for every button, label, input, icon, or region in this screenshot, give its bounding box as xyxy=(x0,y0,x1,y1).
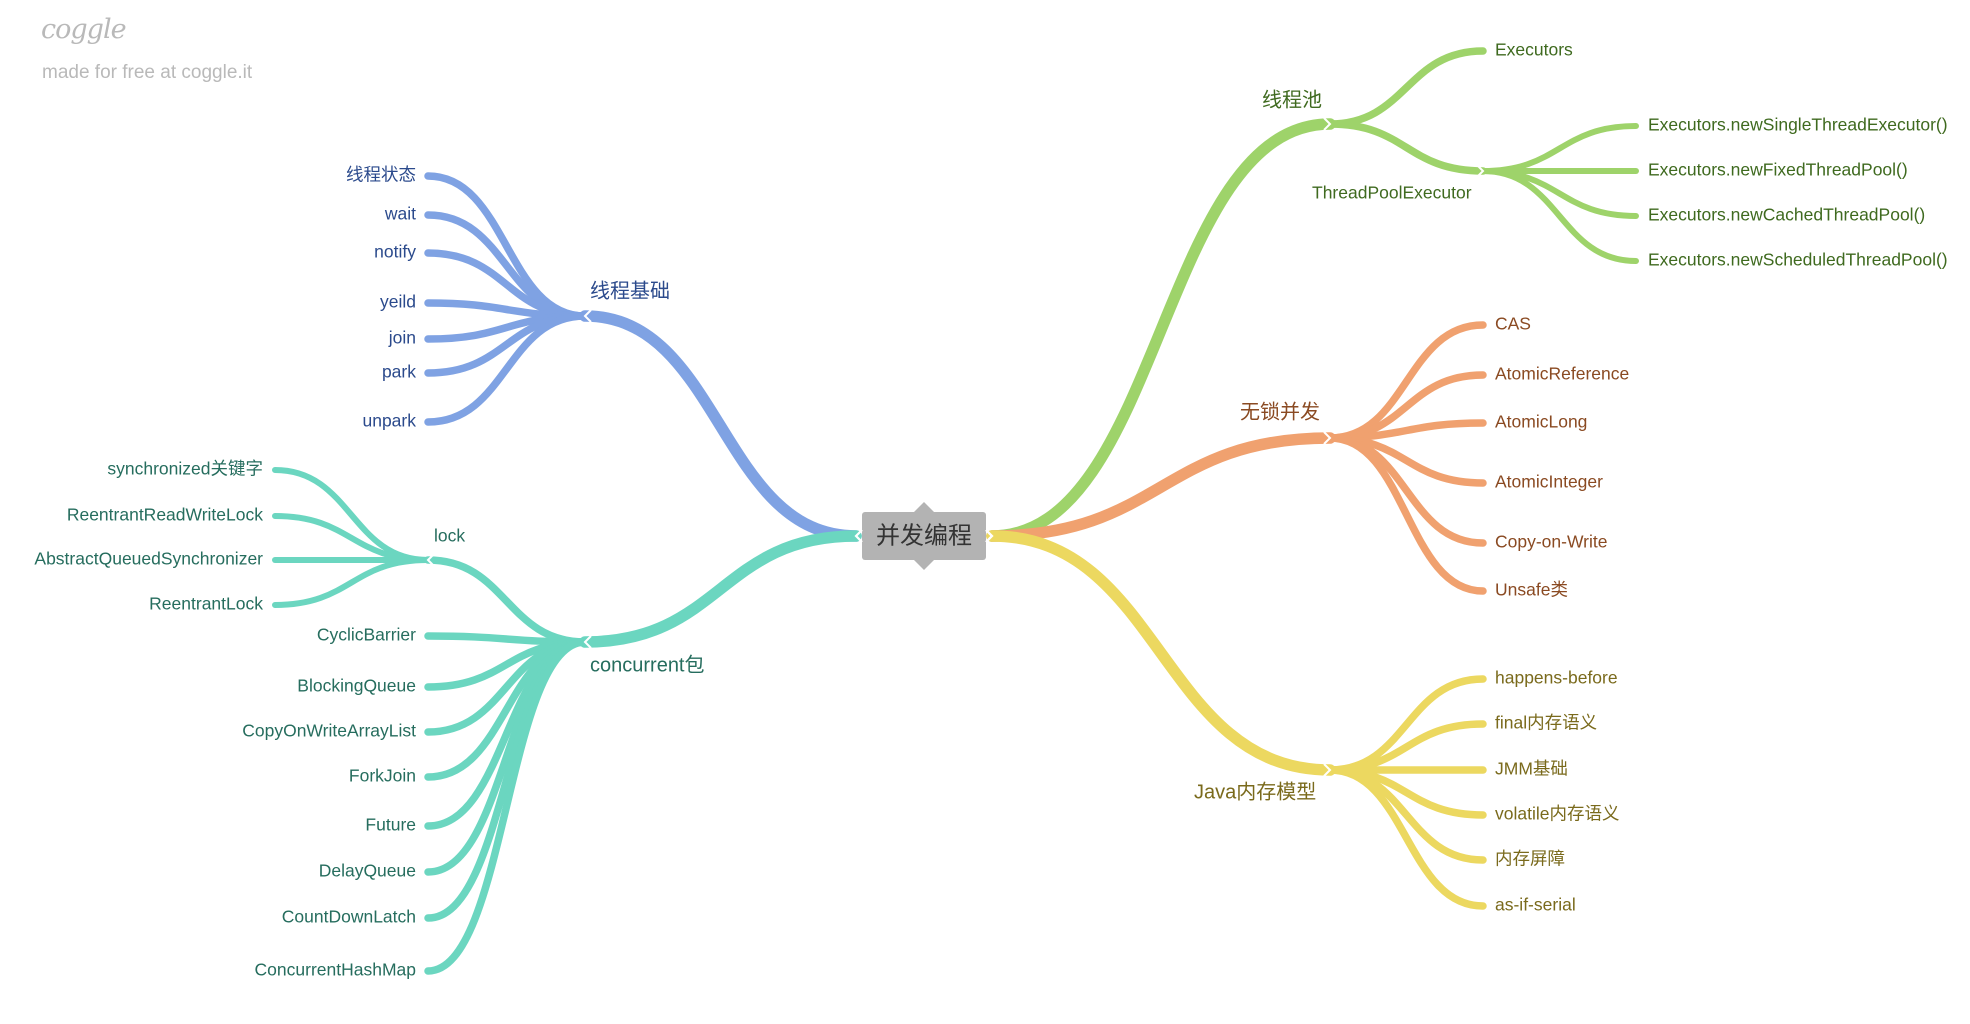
branch-2-grandchild-2-edge xyxy=(272,513,431,563)
branch-3-label[interactable]: 线程池 xyxy=(1262,88,1322,111)
branch-1-child-7-edge xyxy=(424,312,589,426)
branch-4-child-4-label[interactable]: AtomicInteger xyxy=(1495,472,1603,492)
branch-3-child-2-label[interactable]: ThreadPoolExecutor xyxy=(1312,183,1472,203)
branch-2-child-1-chevron xyxy=(426,553,435,567)
branch-5-chevron xyxy=(1323,763,1332,777)
branch-1-child-7-label[interactable]: unpark xyxy=(362,411,416,431)
branch-2-grandchild-4-label[interactable]: ReentrantLock xyxy=(149,594,263,614)
branch-5-child-4-label[interactable]: volatile内存语义 xyxy=(1495,804,1619,824)
root-node[interactable]: 并发编程 xyxy=(862,502,986,570)
branch-2-child-2-label[interactable]: CyclicBarrier xyxy=(317,625,416,645)
branch-3-child-1-label[interactable]: Executors xyxy=(1495,40,1573,60)
branch-3-grandchild-3-label[interactable]: Executors.newCachedThreadPool() xyxy=(1648,205,1925,225)
coggle-logo: coggle xyxy=(41,14,127,45)
branch-1-label[interactable]: 线程基础 xyxy=(590,279,670,302)
branch-1-child-5-label[interactable]: join xyxy=(388,328,416,348)
branch-4-child-6-edge xyxy=(1326,434,1487,595)
branch-2-child-5-label[interactable]: ForkJoin xyxy=(349,766,416,786)
branch-3-grandchild-1-label[interactable]: Executors.newSingleThreadExecutor() xyxy=(1648,115,1948,135)
branch-2-child-1-edge xyxy=(424,556,589,646)
branch-2-label[interactable]: concurrent包 xyxy=(590,653,705,676)
branch-5-label[interactable]: Java内存模型 xyxy=(1194,780,1316,803)
branch-5-child-5-label[interactable]: 内存屏障 xyxy=(1495,849,1565,869)
branch-1-child-6-label[interactable]: park xyxy=(382,362,416,382)
branch-2-child-6-label[interactable]: Future xyxy=(365,815,416,835)
root-box xyxy=(862,512,986,560)
branch-2-child-3-label[interactable]: BlockingQueue xyxy=(297,676,416,696)
branch-4-chevron xyxy=(1323,431,1332,445)
branch-1-edge xyxy=(579,310,862,542)
branch-4-child-2-label[interactable]: AtomicReference xyxy=(1495,364,1629,384)
branch-5-child-6-edge xyxy=(1326,766,1487,910)
branch-2-child-9-label[interactable]: ConcurrentHashMap xyxy=(255,960,416,980)
branch-4-child-3-label[interactable]: AtomicLong xyxy=(1495,412,1587,432)
branch-4-child-5-edge xyxy=(1326,434,1487,547)
mind-map-edges xyxy=(272,47,1639,975)
branch-3-chevron xyxy=(1323,117,1332,131)
branch-3-grandchild-1-edge xyxy=(1480,123,1639,174)
branch-3-grandchild-3-edge xyxy=(1480,168,1639,219)
branch-2-grandchild-3-label[interactable]: AbstractQueuedSynchronizer xyxy=(34,549,263,569)
branch-1-child-1-edge xyxy=(424,172,589,320)
branch-2-child-9-edge xyxy=(424,638,589,975)
branch-5-child-2-label[interactable]: final内存语义 xyxy=(1495,713,1597,733)
mind-map-nodes: 并发编程 线程基础 线程状态 wait notify yeild join park unpar… xyxy=(34,40,1947,980)
branch-2-root-chevron xyxy=(854,529,863,543)
branch-5-child-1-label[interactable]: happens-before xyxy=(1495,668,1618,688)
branch-4-child-6-label[interactable]: Unsafe类 xyxy=(1495,580,1568,600)
coggle-tagline: made for free at coggle.it xyxy=(42,62,253,83)
branch-2-chevron xyxy=(583,635,592,649)
branch-2-grandchild-4-edge xyxy=(272,557,431,608)
branch-1-child-4-label[interactable]: yeild xyxy=(380,292,416,312)
branch-3-child-1-edge xyxy=(1326,47,1487,128)
branch-4-edge xyxy=(986,432,1336,542)
branch-5-root-chevron xyxy=(985,529,994,543)
branch-5-child-6-label[interactable]: as-if-serial xyxy=(1495,895,1576,915)
branch-2-edge xyxy=(579,530,862,648)
branch-1-child-1-label[interactable]: 线程状态 xyxy=(346,165,416,185)
branch-2-child-1-label[interactable]: lock xyxy=(434,526,465,546)
branch-2-grandchild-1-label[interactable]: synchronized关键字 xyxy=(107,459,263,479)
branch-1-child-2-label[interactable]: wait xyxy=(384,204,416,224)
branch-3-grandchild-4-label[interactable]: Executors.newScheduledThreadPool() xyxy=(1648,250,1948,270)
branch-2-grandchild-2-label[interactable]: ReentrantReadWriteLock xyxy=(67,505,263,525)
branch-5-edge xyxy=(986,530,1336,776)
branch-2-child-4-label[interactable]: CopyOnWriteArrayList xyxy=(242,721,416,741)
branch-1-child-3-label[interactable]: notify xyxy=(374,242,416,262)
branch-3-grandchild-2-label[interactable]: Executors.newFixedThreadPool() xyxy=(1648,160,1908,180)
branch-1-chevron xyxy=(583,309,592,323)
branch-2-child-7-label[interactable]: DelayQueue xyxy=(319,861,416,881)
branch-2-child-8-label[interactable]: CountDownLatch xyxy=(282,907,416,927)
branch-5-child-3-label[interactable]: JMM基础 xyxy=(1495,759,1568,779)
branch-4-child-1-label[interactable]: CAS xyxy=(1495,314,1531,334)
branch-3-edge xyxy=(986,118,1336,542)
root-label: 并发编程 xyxy=(876,522,972,549)
root-notch-bottom xyxy=(914,560,934,570)
branch-3-child-2-chevron xyxy=(1476,164,1485,178)
root-notch-top xyxy=(914,502,934,512)
branch-3-grandchild-4-edge xyxy=(1480,168,1639,264)
branch-3-child-2-edge xyxy=(1326,120,1487,175)
branch-4-child-5-label[interactable]: Copy-on-Write xyxy=(1495,532,1608,552)
branch-2-child-7-edge xyxy=(424,638,589,876)
branch-4-label[interactable]: 无锁并发 xyxy=(1240,400,1320,423)
